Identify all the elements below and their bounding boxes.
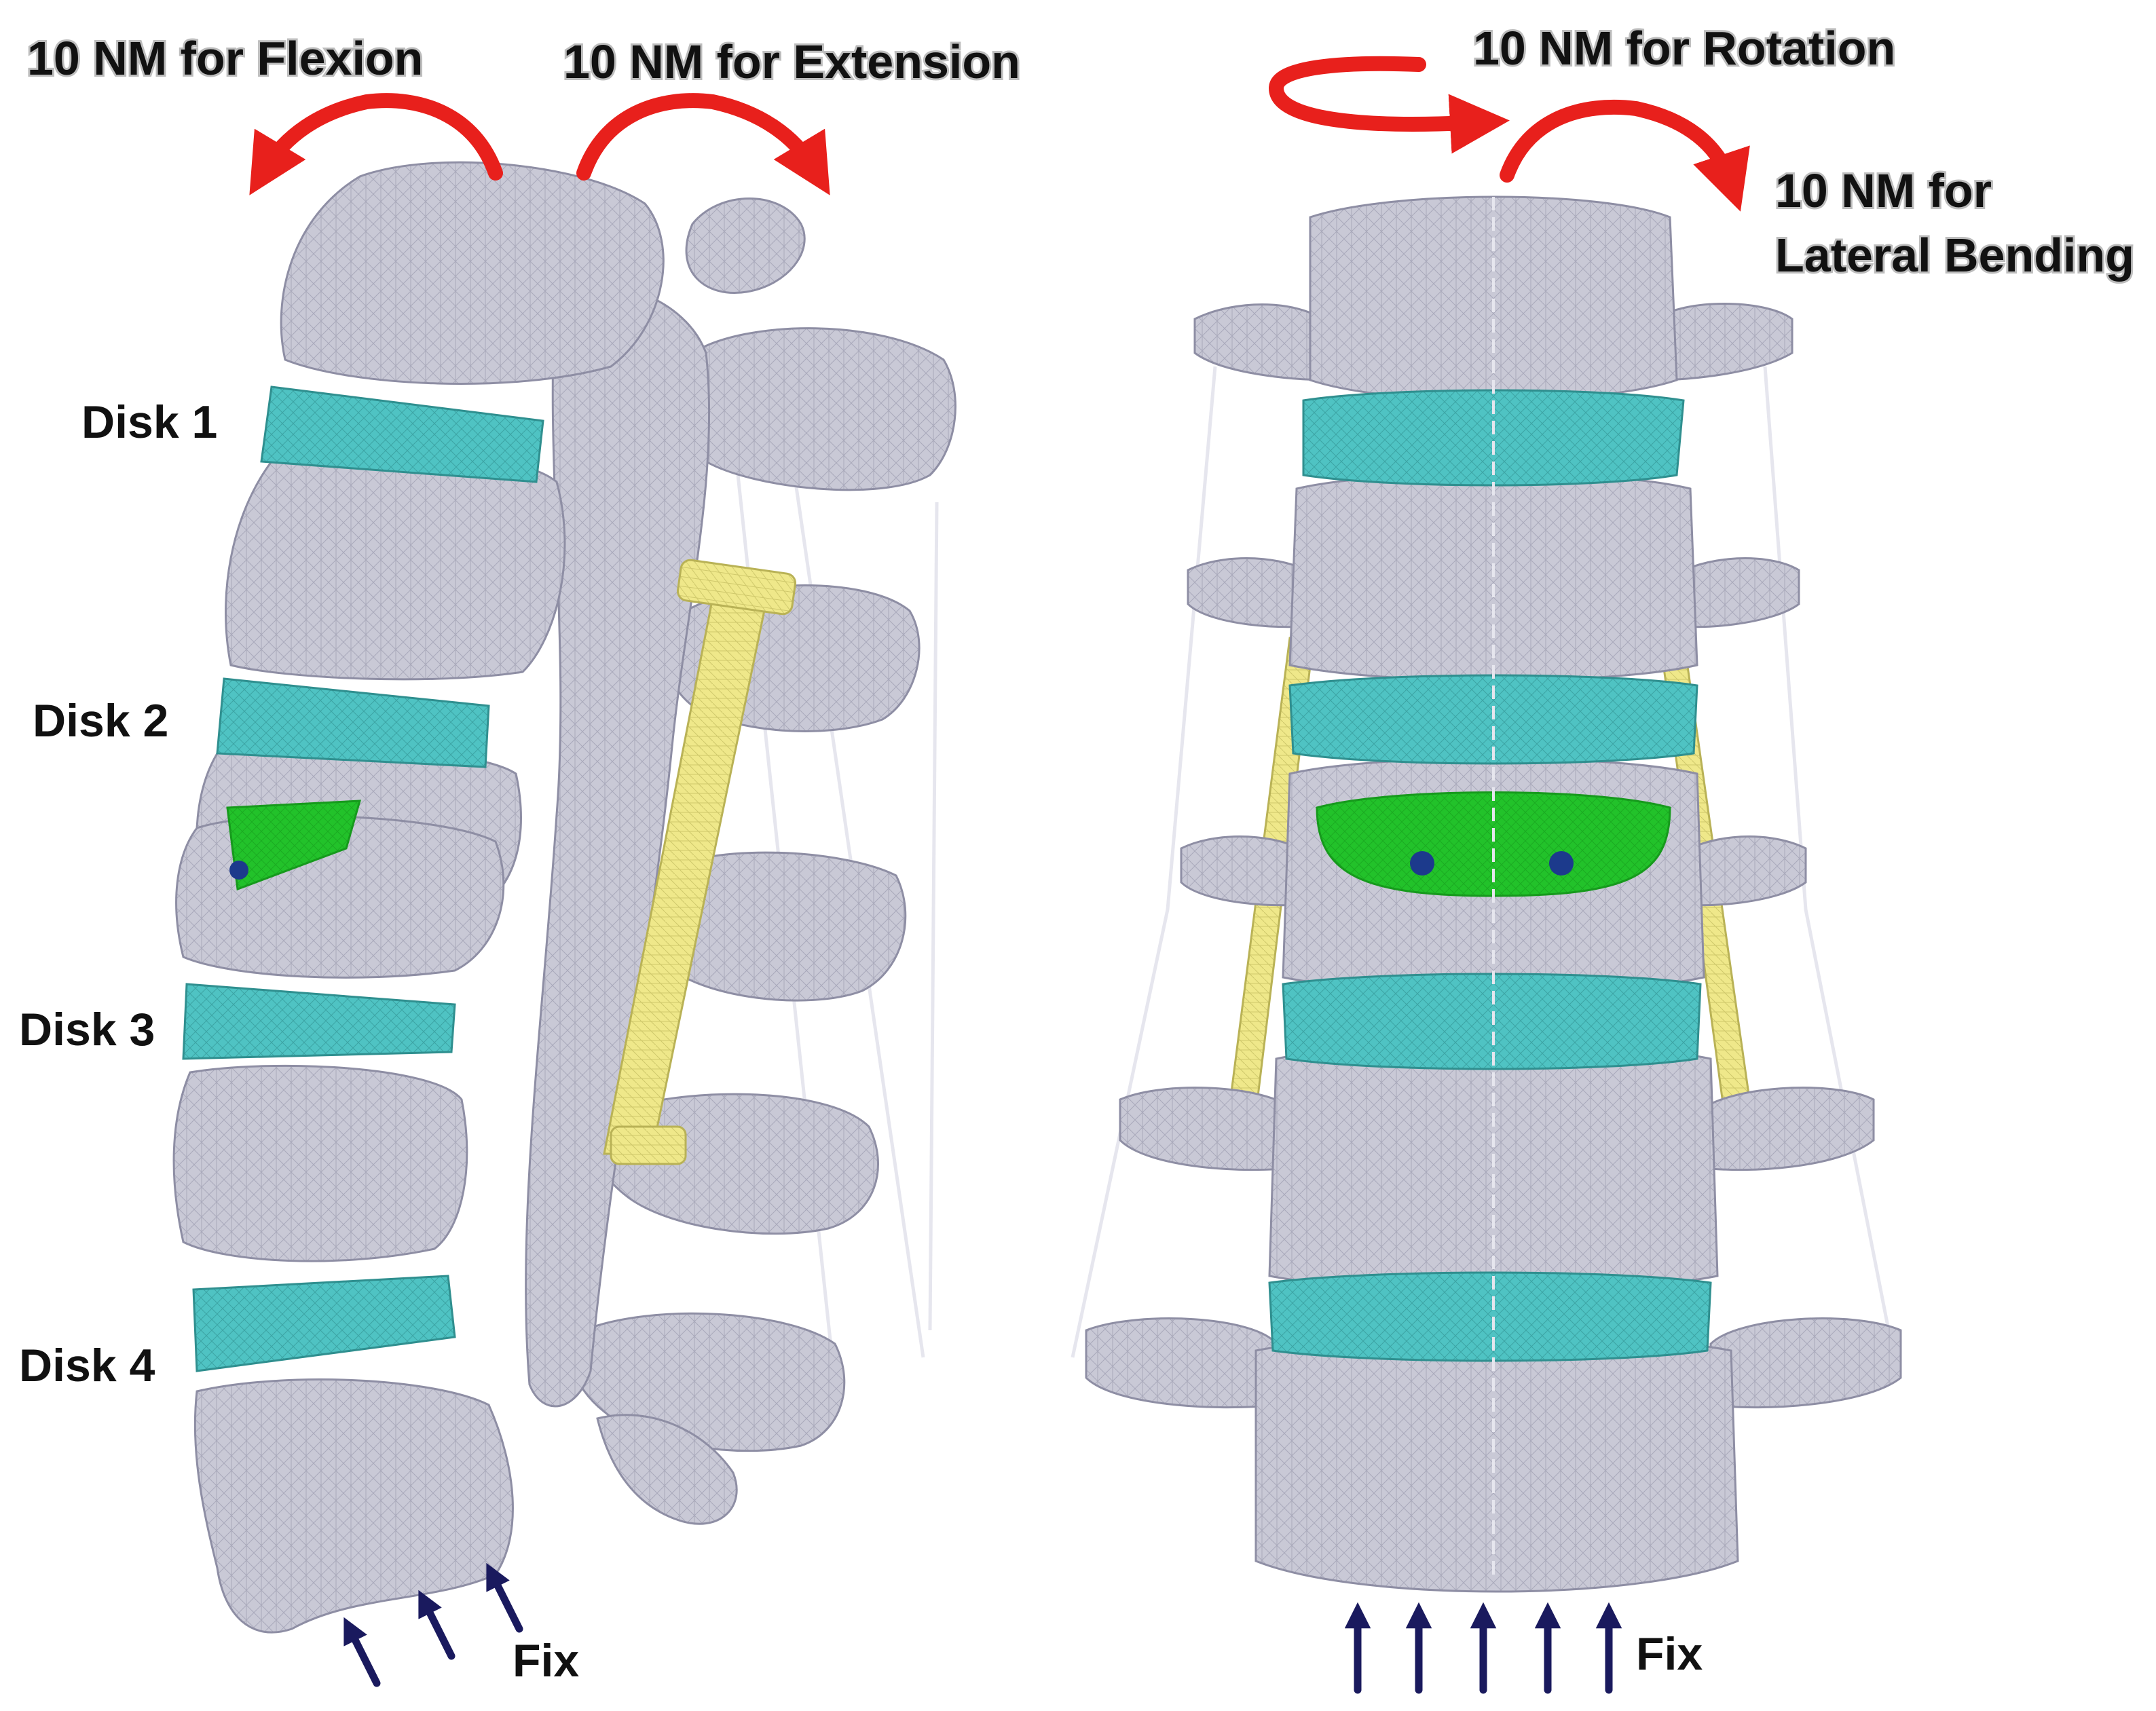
extension-label: 10 NM for Extension (563, 35, 1020, 88)
transverse-processes-right (1085, 303, 1902, 1409)
lateral-bending-label-line1: 10 NM for (1775, 164, 1992, 217)
fix-arrows-left (343, 1562, 523, 1687)
pedicle-rod-left (603, 559, 797, 1165)
ligament-lines-right (1071, 366, 1896, 1358)
disk-2-shape (216, 677, 490, 768)
moment-arrows (249, 56, 1750, 212)
lateral-view (172, 161, 956, 1634)
rotation-arrow (1268, 56, 1510, 154)
lateral-bending-arrow (1500, 99, 1750, 212)
posterior-processes-left (571, 198, 956, 1525)
disk-4-shape (192, 1275, 456, 1372)
anterior-view (1071, 195, 1902, 1593)
disk-3-shape (182, 983, 456, 1060)
cage-screw-right-1 (1410, 851, 1434, 876)
fix-label-left: Fix (513, 1635, 579, 1687)
lateral-bending-label-line2: Lateral Bending (1775, 229, 2134, 282)
interbody-cage-right (1316, 791, 1671, 897)
flexion-arrow (249, 93, 503, 195)
fix-label-right: Fix (1636, 1628, 1703, 1680)
extension-arrow (576, 93, 830, 195)
disks-left (182, 386, 544, 1372)
cage-screw-left (229, 861, 248, 880)
flexion-label: 10 NM for Flexion (27, 32, 423, 85)
labels: 10 NM for Flexion 10 NM for Extension 10… (19, 20, 2136, 1687)
disk-1-label: Disk 1 (81, 396, 217, 448)
disk-4-label: Disk 4 (19, 1340, 155, 1391)
cage-screw-right-2 (1549, 851, 1574, 876)
disk-1-shape (260, 386, 544, 483)
rotation-label: 10 NM for Rotation (1473, 22, 1895, 75)
disk-3-label: Disk 3 (19, 1004, 155, 1055)
lamina-column-left (525, 284, 711, 1408)
disk-2-label: Disk 2 (33, 695, 168, 747)
fix-arrows-right (1344, 1602, 1622, 1694)
